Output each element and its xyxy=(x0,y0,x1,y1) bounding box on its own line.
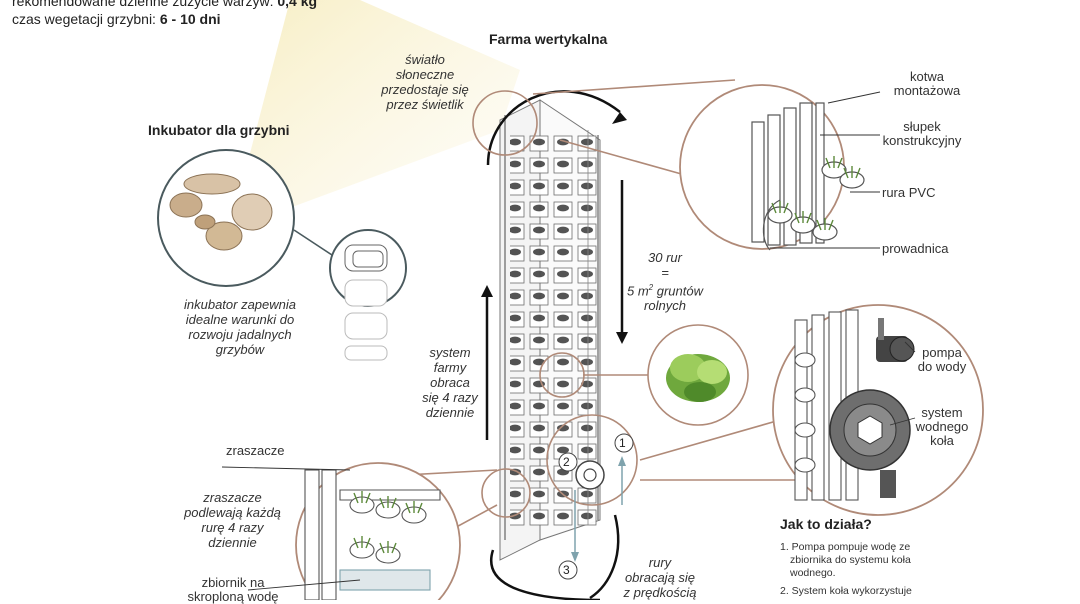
farm-title: Farma wertykalna xyxy=(489,31,608,47)
tower-callout-wheel xyxy=(546,414,638,506)
rotation-note-line: farmy xyxy=(433,360,467,375)
post-label: słupek konstrukcyjny xyxy=(882,119,962,148)
step-marker-2: 2 xyxy=(563,455,570,469)
incubator-note-line: grzybów xyxy=(215,342,265,357)
pipes-area: 5 m2 gruntów xyxy=(627,283,703,299)
water-wheel xyxy=(829,389,911,498)
rotation-note-line: dziennie xyxy=(425,405,475,420)
step-marker-3: 3 xyxy=(563,563,570,577)
daily-usage-label: rekomendowane dzienne zużycie warzyw: xyxy=(12,0,274,9)
rotation-note-line: system xyxy=(429,345,471,360)
tower-wheel xyxy=(571,456,626,562)
wheel-label: system wodnego koła xyxy=(915,405,969,448)
pipes-note: 30 rur = 5 m2 gruntów rolnych xyxy=(625,250,705,313)
how-it-works-step-2: 2. System koła wykorzystuje xyxy=(780,585,912,597)
lettuce-illustration xyxy=(666,354,730,402)
incubator-note-line: idealne warunki do xyxy=(185,312,295,327)
sunlight-note-line: światło xyxy=(405,52,445,67)
mushroom-illustration xyxy=(169,173,273,251)
speed-note-line: z prędkością xyxy=(623,585,697,600)
growth-time-label: czas wegetacji grzybni: xyxy=(12,11,156,27)
tower-callout-top xyxy=(472,90,538,156)
header-line-2: czas wegetacji grzybni: 6 - 10 dni xyxy=(12,11,221,27)
tower-callout-middle xyxy=(539,352,585,398)
growth-time-value: 6 - 10 dni xyxy=(159,11,221,27)
structure-detail xyxy=(751,102,865,251)
how-it-works-step-1: 1. Pompa pompuje wodę ze zbiornika do sy… xyxy=(780,541,911,579)
pvc-label: rura PVC xyxy=(882,185,936,200)
rotation-note-line: się 4 razy xyxy=(422,390,478,405)
pipes-land: rolnych xyxy=(644,298,686,314)
tank-note-line: zbiornik na xyxy=(201,575,265,590)
sprinklers-note-line: zraszacze xyxy=(203,490,262,505)
incubator-note-line: rozwoju jadalnych xyxy=(188,327,292,342)
incubator-note: inkubator zapewnia idealne warunki do ro… xyxy=(165,297,315,357)
speed-note-line: rury xyxy=(648,555,672,570)
rotation-note: system farmy obraca się 4 razy dziennie xyxy=(418,345,482,420)
sunlight-note-line: słoneczne xyxy=(395,67,455,82)
tank-note-line: skroploną wodę xyxy=(187,589,279,604)
pump-body xyxy=(876,318,915,362)
sprinklers-label: zraszacze xyxy=(226,443,285,458)
step-marker-1: 1 xyxy=(619,436,626,450)
incubator-title: Inkubator dla grzybni xyxy=(148,122,290,138)
rotation-note-line: obraca xyxy=(430,375,470,390)
guide-label: prowadnica xyxy=(882,241,949,256)
header-line-1: rekomendowane dzienne zużycie warzyw: 0,… xyxy=(12,0,317,9)
speed-note-line: obracają się xyxy=(624,570,696,585)
sunlight-note-line: przez świetlik xyxy=(386,97,464,112)
pump-label: pompa do wody xyxy=(917,345,967,374)
tower-callout-sprinkler xyxy=(481,468,531,518)
sunlight-beam xyxy=(230,0,520,230)
pipes-equals: = xyxy=(661,265,669,280)
sprinklers-note: zraszacze podlewają każdą rurę 4 razy dz… xyxy=(160,490,305,550)
vertical-farm-tower xyxy=(499,99,601,561)
daily-usage-value: 0,4 kg xyxy=(277,0,318,9)
sunlight-note: światło słoneczne przedostaje się przez … xyxy=(370,52,480,112)
incubator-note-line: inkubator zapewnia xyxy=(183,297,297,312)
sprinklers-note-line: podlewają każdą xyxy=(184,505,281,520)
pipes-count: 30 rur xyxy=(648,250,682,265)
incubator-boxes xyxy=(344,244,388,361)
mushroom-circle xyxy=(157,149,295,287)
sunlight-note-line: przedostaje się xyxy=(381,82,469,97)
sprinklers-note-line: rurę 4 razy xyxy=(201,520,264,535)
sprinklers-note-line: dziennie xyxy=(208,535,257,550)
anchor-label: kotwa montażowa xyxy=(893,69,961,98)
sprinkler-detail xyxy=(304,469,441,600)
speed-note: rury obracają się z prędkością xyxy=(615,555,705,600)
how-it-works-title: Jak to działa? xyxy=(780,516,872,532)
